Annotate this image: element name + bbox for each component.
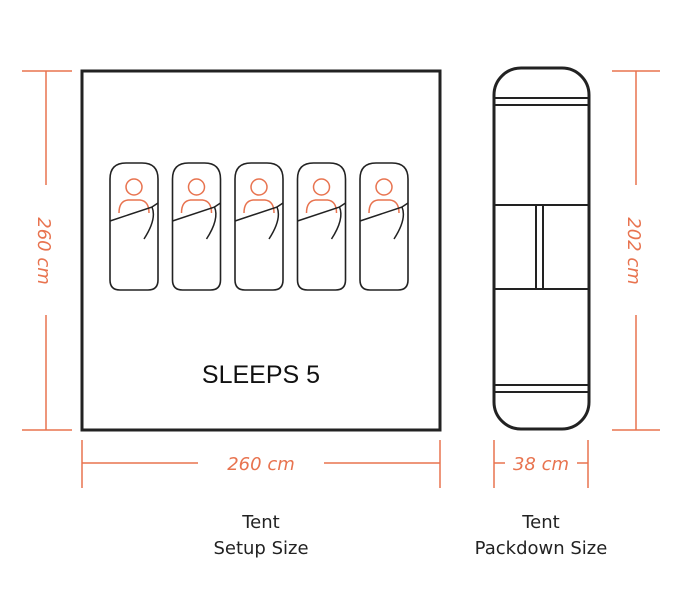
packdown-height-label: 202 cm [623, 217, 644, 285]
setup-height-dimension [22, 70, 72, 431]
packdown-caption-line2: Packdown Size [475, 538, 608, 559]
packdown-caption-line1: Tent [521, 512, 559, 533]
tent-floor-outline [80, 69, 442, 432]
packdown-width-label: 38 cm [513, 454, 569, 475]
sleeping-bag [234, 162, 284, 291]
sleeping-bag [296, 162, 347, 291]
setup-width-label: 260 cm [227, 454, 295, 475]
packdown-width-dimension [493, 440, 589, 488]
sleeping-bag [109, 162, 159, 291]
sleeping-bag [359, 162, 409, 291]
setup-caption-line2: Setup Size [213, 538, 308, 559]
packed-tent-bag [492, 66, 591, 431]
setup-width-dimension [81, 440, 441, 488]
sleeps-label: SLEEPS 5 [202, 361, 320, 389]
setup-caption-line1: Tent [241, 512, 279, 533]
sleeping-bag [171, 162, 222, 291]
sleeping-bags [109, 162, 409, 291]
setup-height-label: 260 cm [33, 217, 54, 285]
packdown-height-dimension [612, 70, 660, 431]
